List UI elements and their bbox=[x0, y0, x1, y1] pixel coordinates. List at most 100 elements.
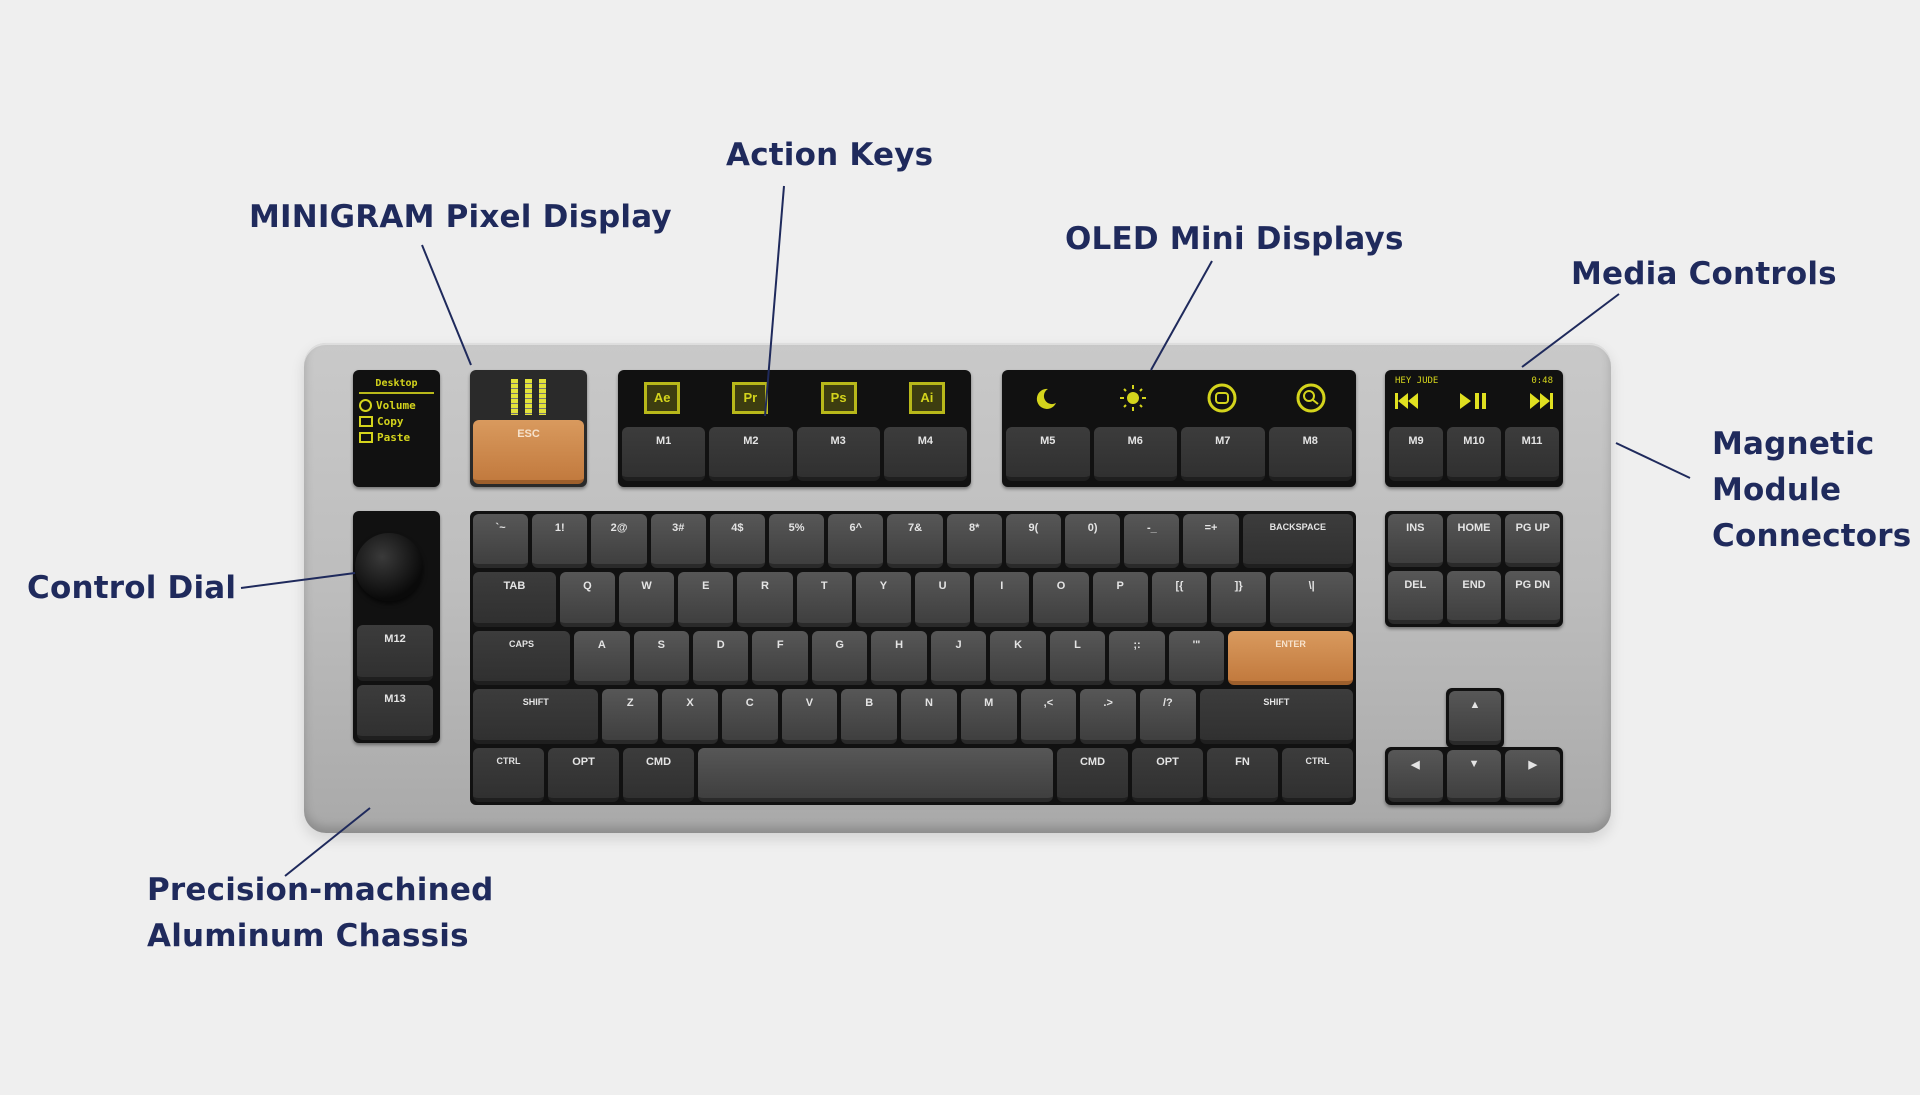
key-symbol-9[interactable]: .> bbox=[1080, 689, 1137, 744]
label-aluminum-chassis: Precision-machined Aluminum Chassis bbox=[147, 867, 494, 959]
key-m3[interactable]: M3 bbox=[796, 427, 880, 481]
sun-icon bbox=[1120, 384, 1147, 411]
esc-key[interactable]: ESC bbox=[473, 420, 584, 484]
key-m5[interactable]: M5 bbox=[1006, 427, 1090, 481]
key-page-down[interactable]: PG DN bbox=[1505, 571, 1561, 624]
key-1[interactable]: 1! bbox=[532, 514, 588, 569]
key-cmd[interactable]: CMD bbox=[1057, 747, 1128, 802]
key-cmd[interactable]: CMD bbox=[623, 747, 694, 802]
key-n[interactable]: N bbox=[901, 689, 957, 744]
profile-icon bbox=[1207, 383, 1237, 412]
key-arrow-left[interactable]: ◀ bbox=[1388, 750, 1443, 802]
key-symbol-0[interactable]: `~ bbox=[473, 514, 529, 569]
key-end[interactable]: END bbox=[1446, 571, 1502, 624]
media-display: HEY JUDE 0:48 bbox=[1385, 370, 1563, 425]
key-icon bbox=[359, 416, 373, 427]
key-m9[interactable]: M9 bbox=[1389, 427, 1443, 481]
label-line: Aluminum Chassis bbox=[147, 918, 469, 954]
key-m11[interactable]: M11 bbox=[1505, 427, 1559, 481]
key-c[interactable]: C bbox=[721, 689, 778, 744]
control-dial-knob[interactable] bbox=[355, 533, 423, 601]
key-3[interactable]: 3# bbox=[650, 514, 706, 569]
key-a[interactable]: A bbox=[574, 630, 630, 686]
key-7[interactable]: 7& bbox=[887, 514, 943, 569]
track-title: HEY JUDE bbox=[1395, 376, 1439, 386]
key-symbol-11[interactable]: -_ bbox=[1124, 514, 1180, 569]
key-m6[interactable]: M6 bbox=[1093, 427, 1177, 481]
key-symbol-11[interactable]: [{ bbox=[1151, 572, 1208, 627]
key-x[interactable]: X bbox=[662, 689, 718, 744]
key-arrow-down[interactable]: ▼ bbox=[1446, 750, 1502, 802]
key-page-up[interactable]: PG UP bbox=[1505, 514, 1561, 567]
key-m2[interactable]: M2 bbox=[709, 427, 793, 481]
key-k[interactable]: K bbox=[990, 630, 1046, 686]
key-8[interactable]: 8* bbox=[946, 514, 1002, 569]
key-m1[interactable]: M1 bbox=[622, 427, 706, 481]
key-caps[interactable]: CAPS bbox=[473, 630, 571, 686]
key-g[interactable]: G bbox=[811, 630, 868, 686]
key-f[interactable]: F bbox=[752, 630, 808, 686]
key-tab[interactable]: TAB bbox=[473, 572, 556, 627]
key-4[interactable]: 4$ bbox=[709, 514, 766, 569]
key-l[interactable]: L bbox=[1049, 630, 1106, 686]
key-w[interactable]: W bbox=[619, 572, 675, 627]
key-symbol-10[interactable]: /? bbox=[1140, 689, 1196, 744]
key-p[interactable]: P bbox=[1092, 572, 1148, 627]
key-symbol-10[interactable]: ;: bbox=[1109, 630, 1165, 686]
key-s[interactable]: S bbox=[633, 630, 689, 686]
key-shift[interactable]: SHIFT bbox=[473, 689, 599, 744]
key-opt[interactable]: OPT bbox=[548, 747, 619, 802]
key-m8[interactable]: M8 bbox=[1268, 427, 1352, 481]
info-item-label: Volume bbox=[376, 399, 416, 412]
key-m12[interactable]: M12 bbox=[357, 625, 433, 681]
key-9[interactable]: 9( bbox=[1005, 514, 1062, 569]
key-m4[interactable]: M4 bbox=[883, 427, 967, 481]
key-i[interactable]: I bbox=[974, 572, 1030, 627]
key-symbol-8[interactable]: ,< bbox=[1020, 689, 1077, 744]
key-backspace[interactable]: BACKSPACE bbox=[1242, 514, 1354, 569]
key-ctrl[interactable]: CTRL bbox=[1282, 747, 1353, 802]
key-u[interactable]: U bbox=[915, 572, 971, 627]
action-keys-module: Ae Pr Ps Ai M1 M2 M3 M4 bbox=[618, 370, 971, 487]
label-control-dial: Control Dial bbox=[27, 570, 237, 606]
arrow-keys: ◀ ▼ ▶ bbox=[1385, 747, 1563, 805]
key-shift[interactable]: SHIFT bbox=[1199, 689, 1354, 744]
key-home[interactable]: HOME bbox=[1446, 514, 1502, 567]
key-d[interactable]: D bbox=[693, 630, 749, 686]
key-o[interactable]: O bbox=[1033, 572, 1089, 627]
key-v[interactable]: V bbox=[781, 689, 838, 744]
key-symbol-13[interactable]: \| bbox=[1270, 572, 1354, 627]
key-arrow-right[interactable]: ▶ bbox=[1505, 750, 1561, 802]
key-z[interactable]: Z bbox=[602, 689, 659, 744]
key-5[interactable]: 5% bbox=[769, 514, 825, 569]
key-delete[interactable]: DEL bbox=[1388, 571, 1443, 624]
key-opt[interactable]: OPT bbox=[1132, 747, 1203, 802]
key-b[interactable]: B bbox=[841, 689, 898, 744]
key-spacebar[interactable] bbox=[698, 747, 1053, 802]
key-insert[interactable]: INS bbox=[1388, 514, 1443, 567]
key-t[interactable]: T bbox=[796, 572, 852, 627]
key-6[interactable]: 6^ bbox=[828, 514, 884, 569]
key-arrow-up[interactable]: ▲ bbox=[1449, 691, 1501, 745]
key-m13[interactable]: M13 bbox=[357, 685, 433, 740]
key-m[interactable]: M bbox=[960, 689, 1017, 744]
key-q[interactable]: Q bbox=[559, 572, 615, 627]
key-m7[interactable]: M7 bbox=[1181, 427, 1265, 481]
key-symbol-12[interactable]: =+ bbox=[1183, 514, 1239, 569]
key-symbol-11[interactable]: '" bbox=[1168, 630, 1225, 686]
key-e[interactable]: E bbox=[678, 572, 734, 627]
key-enter[interactable]: ENTER bbox=[1228, 630, 1354, 686]
key-symbol-12[interactable]: ]} bbox=[1211, 572, 1267, 627]
key-y[interactable]: Y bbox=[855, 572, 912, 627]
key-j[interactable]: J bbox=[930, 630, 987, 686]
label-line: Connectors bbox=[1712, 518, 1912, 554]
key-m10[interactable]: M10 bbox=[1447, 427, 1501, 481]
key-h[interactable]: H bbox=[871, 630, 927, 686]
key-ctrl[interactable]: CTRL bbox=[473, 747, 544, 802]
key-r[interactable]: R bbox=[737, 572, 793, 627]
key-fn[interactable]: FN bbox=[1207, 747, 1278, 802]
premiere-icon: Pr bbox=[732, 381, 769, 414]
photoshop-icon: Ps bbox=[820, 381, 857, 414]
key-2[interactable]: 2@ bbox=[591, 514, 647, 569]
key-0[interactable]: 0) bbox=[1065, 514, 1121, 569]
